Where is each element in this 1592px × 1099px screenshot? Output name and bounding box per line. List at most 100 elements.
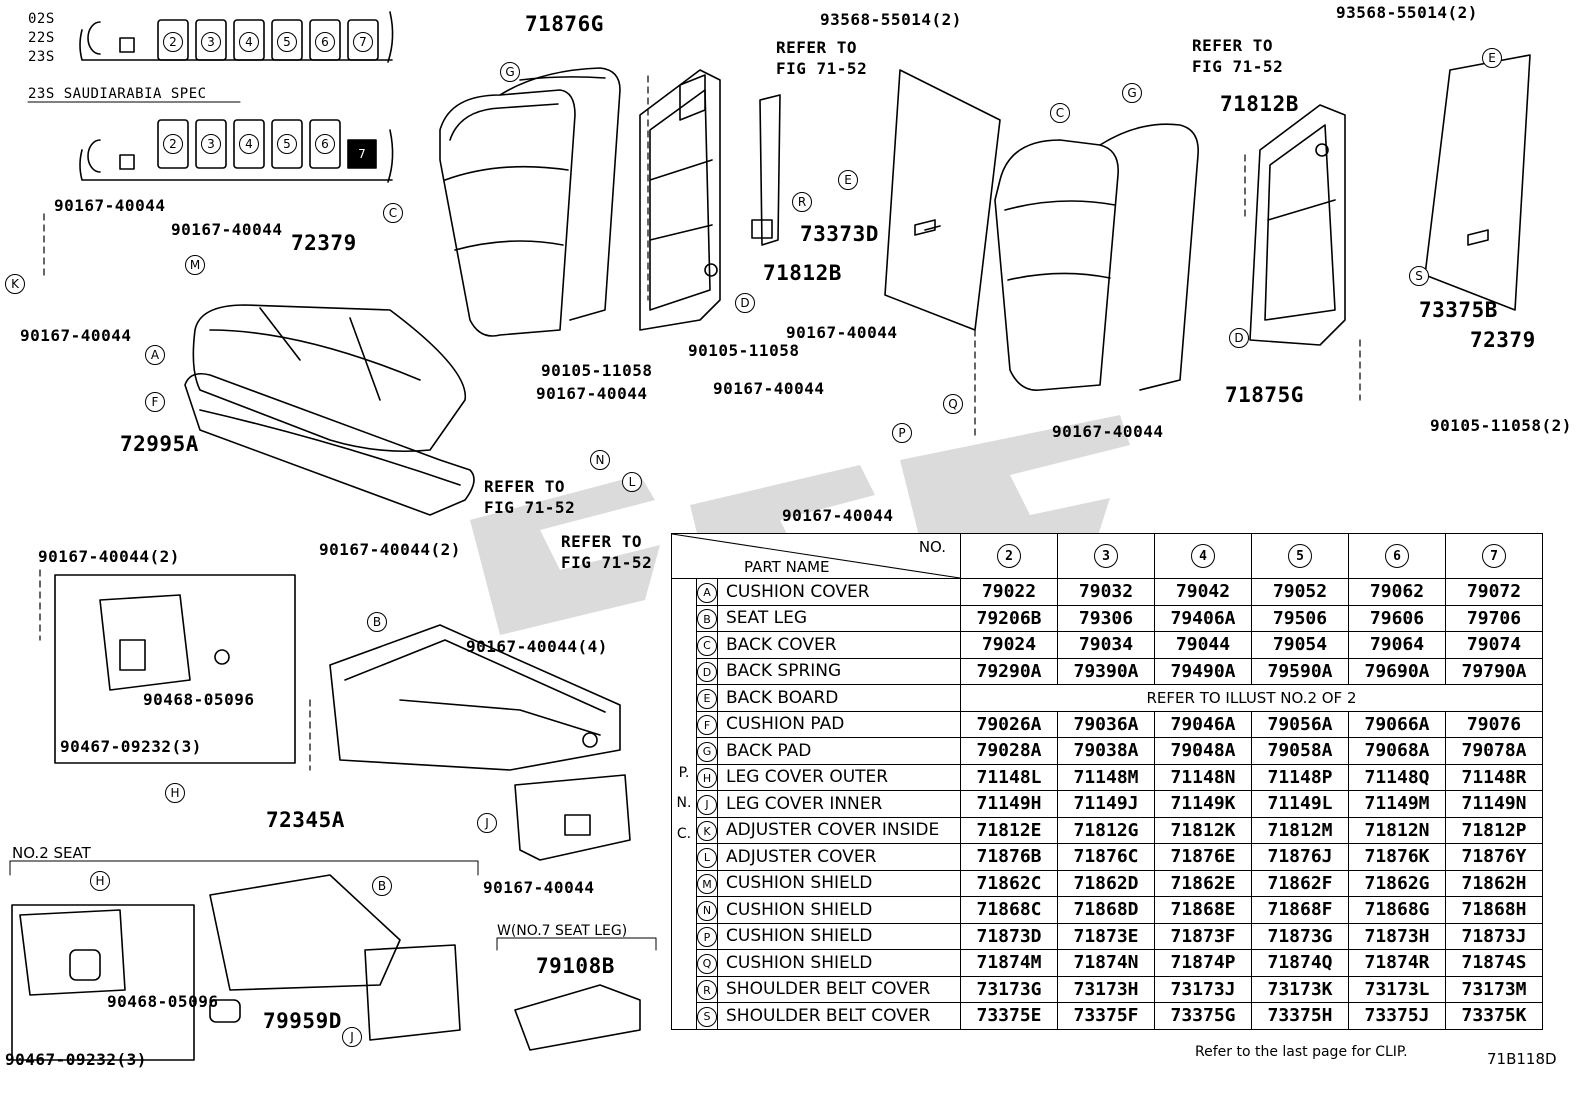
row-key-cell: J: [696, 790, 718, 818]
part-number-cell: 71873D: [960, 922, 1058, 950]
part-number-cell: 71874N: [1057, 949, 1155, 977]
row-key-badge: G: [697, 741, 717, 762]
part-number-cell: 71148L: [960, 763, 1058, 791]
part-name-cell: CUSHION COVER: [717, 578, 961, 606]
part-number-cell: 71148M: [1057, 763, 1155, 791]
part-number-cell: 71862C: [960, 869, 1058, 897]
part-number-cell: 71876B: [960, 843, 1058, 871]
seat-icon-4: 4: [239, 134, 259, 154]
part-number-label: 90167-40044: [713, 379, 825, 398]
part-number-cell: 79290A: [960, 657, 1058, 685]
part-number-cell: 71873H: [1348, 922, 1446, 950]
part-number-cell: 79024: [960, 631, 1058, 659]
diagonal-divider: [672, 534, 960, 578]
variant-header-art: [27, 11, 394, 183]
row-key-cell: H: [696, 763, 718, 791]
part-number-cell: 71874Q: [1251, 949, 1349, 977]
part-number-cell: 79068A: [1348, 737, 1446, 765]
row-key-badge: F: [697, 715, 717, 735]
part-number-cell: 71862H: [1445, 869, 1543, 897]
row-key-cell: C: [696, 631, 718, 659]
callout-n: N: [590, 450, 610, 470]
part-number-cell: 71868G: [1348, 896, 1446, 924]
row-key-cell: N: [696, 896, 718, 924]
row-key-badge: B: [697, 609, 717, 629]
row-key-cell: E: [696, 684, 718, 712]
row-key-cell: B: [696, 604, 718, 632]
callout-b: B: [367, 612, 387, 632]
row-key-badge: L: [697, 847, 717, 868]
part-number-cell: 79036A: [1057, 710, 1155, 738]
part-number-cell: 79064: [1348, 631, 1446, 659]
part-name-cell: CUSHION SHIELD: [717, 869, 961, 897]
part-number-cell: 79058A: [1251, 737, 1349, 765]
part-number-cell: 79406A: [1154, 604, 1252, 632]
part-number-cell: 73375G: [1154, 1002, 1252, 1030]
no-label: NO.: [918, 538, 946, 556]
callout-c: C: [1050, 103, 1070, 123]
part-number-cell: 73173K: [1251, 975, 1349, 1003]
part-number-label: 90105-11058: [541, 361, 653, 380]
part-number-cell: 71148P: [1251, 763, 1349, 791]
callout-f: F: [145, 392, 165, 412]
row-key-badge: S: [697, 1006, 717, 1027]
row-key-badge: A: [697, 582, 717, 603]
part-number-cell: 79048A: [1154, 737, 1252, 765]
backrest-frame-left: [639, 69, 721, 331]
column-number-badge: 4: [1191, 544, 1215, 569]
row-key-cell: G: [696, 737, 718, 765]
part-number-cell: 71862G: [1348, 869, 1446, 897]
row-key-cell: Q: [696, 949, 718, 977]
leg-cover-outer-h-box: [54, 574, 296, 764]
part-number-label: 90167-40044: [536, 384, 648, 403]
part-number-cell: 71812G: [1057, 816, 1155, 844]
part-name-cell: ADJUSTER COVER INSIDE: [717, 816, 961, 844]
seat-cushion: [184, 304, 475, 516]
row-key-badge: K: [697, 821, 717, 841]
column-number-badge: 2: [997, 544, 1021, 569]
part-number-cell: 79062: [1348, 578, 1446, 606]
part-number-cell: 79066A: [1348, 710, 1446, 738]
part-number-cell: 73375K: [1445, 1002, 1543, 1030]
column-number-badge: 7: [1482, 544, 1506, 569]
part-number-cell: 79046A: [1154, 710, 1252, 738]
row-key-cell: A: [696, 578, 718, 606]
seat-icon-3: 3: [201, 32, 221, 52]
part-number-cell: 71148Q: [1348, 763, 1446, 791]
part-number-label: 71876G: [525, 12, 604, 36]
backrest-cover-right: [994, 123, 1199, 391]
part-number-label: 90167-40044(2): [319, 540, 461, 559]
part-number-label: 90167-40044: [1052, 422, 1164, 441]
row-key-badge: P: [697, 927, 717, 947]
part-number-cell: 71812K: [1154, 816, 1252, 844]
row-key-cell: K: [696, 816, 718, 844]
part-number-cell: 79706: [1445, 604, 1543, 632]
row-key-badge: N: [697, 900, 717, 921]
part-number-label: 72345A: [266, 808, 345, 832]
part-name-cell: ADJUSTER COVER: [717, 843, 961, 871]
part-name-cell: CUSHION SHIELD: [717, 896, 961, 924]
callout-l: L: [622, 472, 642, 492]
part-number-label: 90167-40044(4): [466, 637, 608, 656]
part-number-cell: 71874P: [1154, 949, 1252, 977]
part-number-label: 90167-40044(2): [38, 547, 180, 566]
part-number-cell: 71868E: [1154, 896, 1252, 924]
part-number-label: 72995A: [120, 432, 199, 456]
variant-label: 22S: [28, 30, 55, 46]
row-key-badge: D: [697, 662, 717, 682]
seat-icon-2: 2: [163, 32, 183, 52]
seat-leg-assembly: [329, 624, 621, 771]
callout-q: Q: [943, 394, 963, 414]
callout-h: H: [90, 871, 110, 891]
back-board-right: [1424, 54, 1531, 311]
part-number-cell: 79490A: [1154, 657, 1252, 685]
figure-code: 71B118D: [1487, 1050, 1557, 1068]
